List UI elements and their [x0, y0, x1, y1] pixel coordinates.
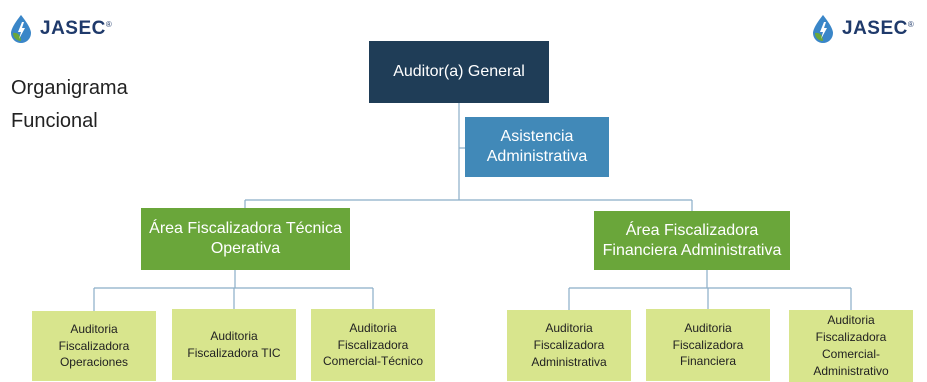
diagram-title-line-2: Funcional — [11, 110, 98, 132]
node-area-financiera-administrativa: Área Fiscalizadora Financiera Administra… — [594, 211, 790, 270]
node-auditoria-financiera: Auditoria Fiscalizadora Financiera — [646, 309, 770, 381]
node-auditoria-comercial-administrativo: Auditoria Fiscalizadora Comercial-Admini… — [789, 310, 913, 382]
node-asistencia-administrativa: Asistencia Administrativa — [465, 117, 609, 177]
diagram-title-line-1: Organigrama — [11, 77, 128, 99]
node-auditor-general: Auditor(a) General — [369, 41, 549, 103]
node-area-tecnica-operativa: Área Fiscalizadora Técnica Operativa — [141, 208, 350, 270]
water-drop-icon — [813, 15, 833, 43]
brand-name: JASEC® — [842, 18, 915, 39]
jasec-logo-left: JASEC® — [8, 14, 112, 44]
node-auditoria-comercial-tecnico: Auditoria Fiscalizadora Comercial-Técnic… — [311, 309, 435, 381]
node-auditoria-administrativa: Auditoria Fiscalizadora Administrativa — [507, 310, 631, 381]
brand-name: JASEC® — [40, 18, 113, 39]
water-drop-icon — [11, 15, 31, 43]
node-auditoria-operaciones: Auditoria Fiscalizadora Operaciones — [32, 311, 156, 381]
jasec-logo-right: JASEC® — [810, 14, 914, 44]
node-auditoria-tic: Auditoria Fiscalizadora TIC — [172, 309, 296, 380]
